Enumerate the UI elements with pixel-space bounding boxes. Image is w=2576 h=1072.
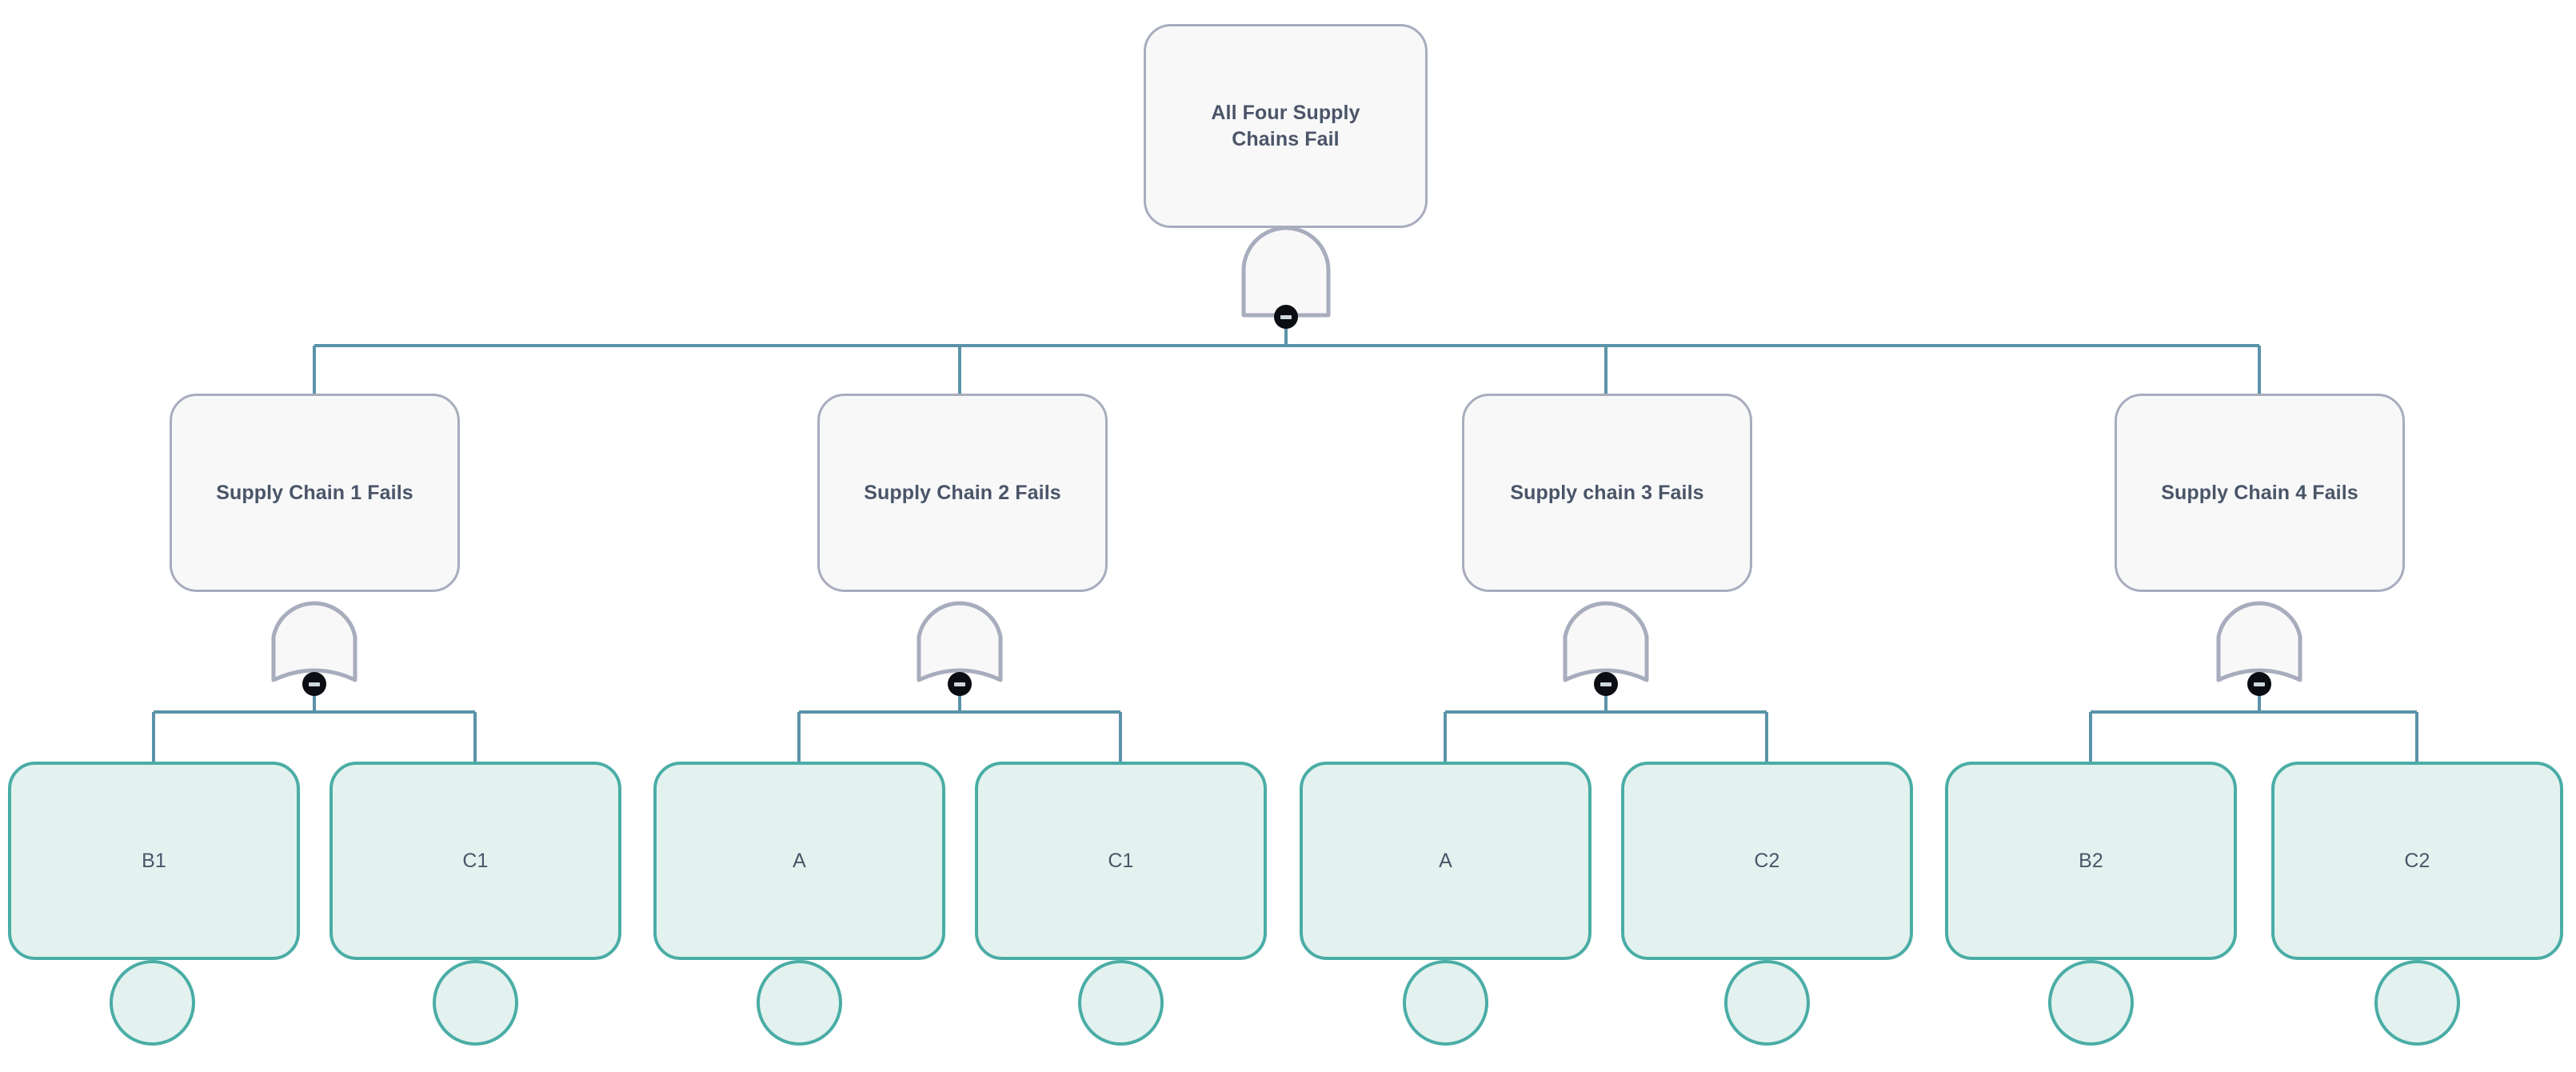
or-gate-chain-3[interactable] <box>1560 590 1651 688</box>
basic-event-label-c1-a: C1 <box>462 849 489 872</box>
collapse-handle-icon <box>1600 682 1611 686</box>
collapse-handle-icon <box>954 682 965 686</box>
basic-event-node-c2-b[interactable]: C2 <box>2271 762 2563 960</box>
or-gate-chain-4[interactable] <box>2214 590 2305 688</box>
intermediate-node-chain-4[interactable]: Supply Chain 4 Fails <box>2115 394 2405 592</box>
intermediate-node-chain-3[interactable]: Supply chain 3 Fails <box>1462 394 1752 592</box>
or-gate-chain-1[interactable] <box>269 590 360 688</box>
and-gate-root[interactable] <box>1239 226 1333 320</box>
basic-event-circle-b2[interactable] <box>2048 960 2134 1046</box>
collapse-handle-icon <box>309 682 320 686</box>
basic-event-node-c1-b[interactable]: C1 <box>975 762 1267 960</box>
gate-badge-chain-1[interactable] <box>302 672 326 696</box>
gate-badge-chain-2[interactable] <box>948 672 972 696</box>
basic-event-node-c2-a[interactable]: C2 <box>1621 762 1913 960</box>
basic-event-circle-a-2[interactable] <box>1403 960 1488 1046</box>
collapse-handle-icon <box>2254 682 2265 686</box>
gate-badge-root[interactable] <box>1274 305 1298 329</box>
intermediate-label-chain-3: Supply chain 3 Fails <box>1510 481 1704 504</box>
or-gate-chain-2[interactable] <box>914 590 1005 688</box>
basic-event-node-b2[interactable]: B2 <box>1945 762 2237 960</box>
intermediate-label-chain-2: Supply Chain 2 Fails <box>864 481 1061 504</box>
basic-event-node-a-2[interactable]: A <box>1300 762 1592 960</box>
basic-event-label-a-1: A <box>793 849 806 872</box>
intermediate-label-chain-1: Supply Chain 1 Fails <box>216 481 413 504</box>
collapse-handle-icon <box>1280 314 1292 319</box>
basic-event-label-a-2: A <box>1439 849 1452 872</box>
basic-event-circle-c2-a[interactable] <box>1724 960 1810 1046</box>
basic-event-circle-a-1[interactable] <box>757 960 842 1046</box>
basic-event-circle-c1-a[interactable] <box>433 960 518 1046</box>
basic-event-label-c2-a: C2 <box>1754 849 1780 872</box>
basic-event-label-b1: B1 <box>142 849 166 872</box>
basic-event-label-c2-b: C2 <box>2404 849 2430 872</box>
basic-event-node-b1[interactable]: B1 <box>8 762 300 960</box>
basic-event-label-c1-b: C1 <box>1108 849 1134 872</box>
root-event-node[interactable]: All Four Supply Chains Fail <box>1144 24 1428 228</box>
basic-event-circle-b1[interactable] <box>110 960 195 1046</box>
intermediate-node-chain-1[interactable]: Supply Chain 1 Fails <box>170 394 460 592</box>
intermediate-label-chain-4: Supply Chain 4 Fails <box>2161 481 2358 504</box>
intermediate-node-chain-2[interactable]: Supply Chain 2 Fails <box>817 394 1108 592</box>
basic-event-circle-c1-b[interactable] <box>1078 960 1164 1046</box>
gate-badge-chain-3[interactable] <box>1594 672 1618 696</box>
basic-event-label-b2: B2 <box>2079 849 2103 872</box>
basic-event-node-a-1[interactable]: A <box>653 762 945 960</box>
root-event-label: All Four Supply Chains Fail <box>1211 102 1360 150</box>
basic-event-node-c1-a[interactable]: C1 <box>329 762 621 960</box>
basic-event-circle-c2-b[interactable] <box>2374 960 2460 1046</box>
gate-badge-chain-4[interactable] <box>2247 672 2271 696</box>
